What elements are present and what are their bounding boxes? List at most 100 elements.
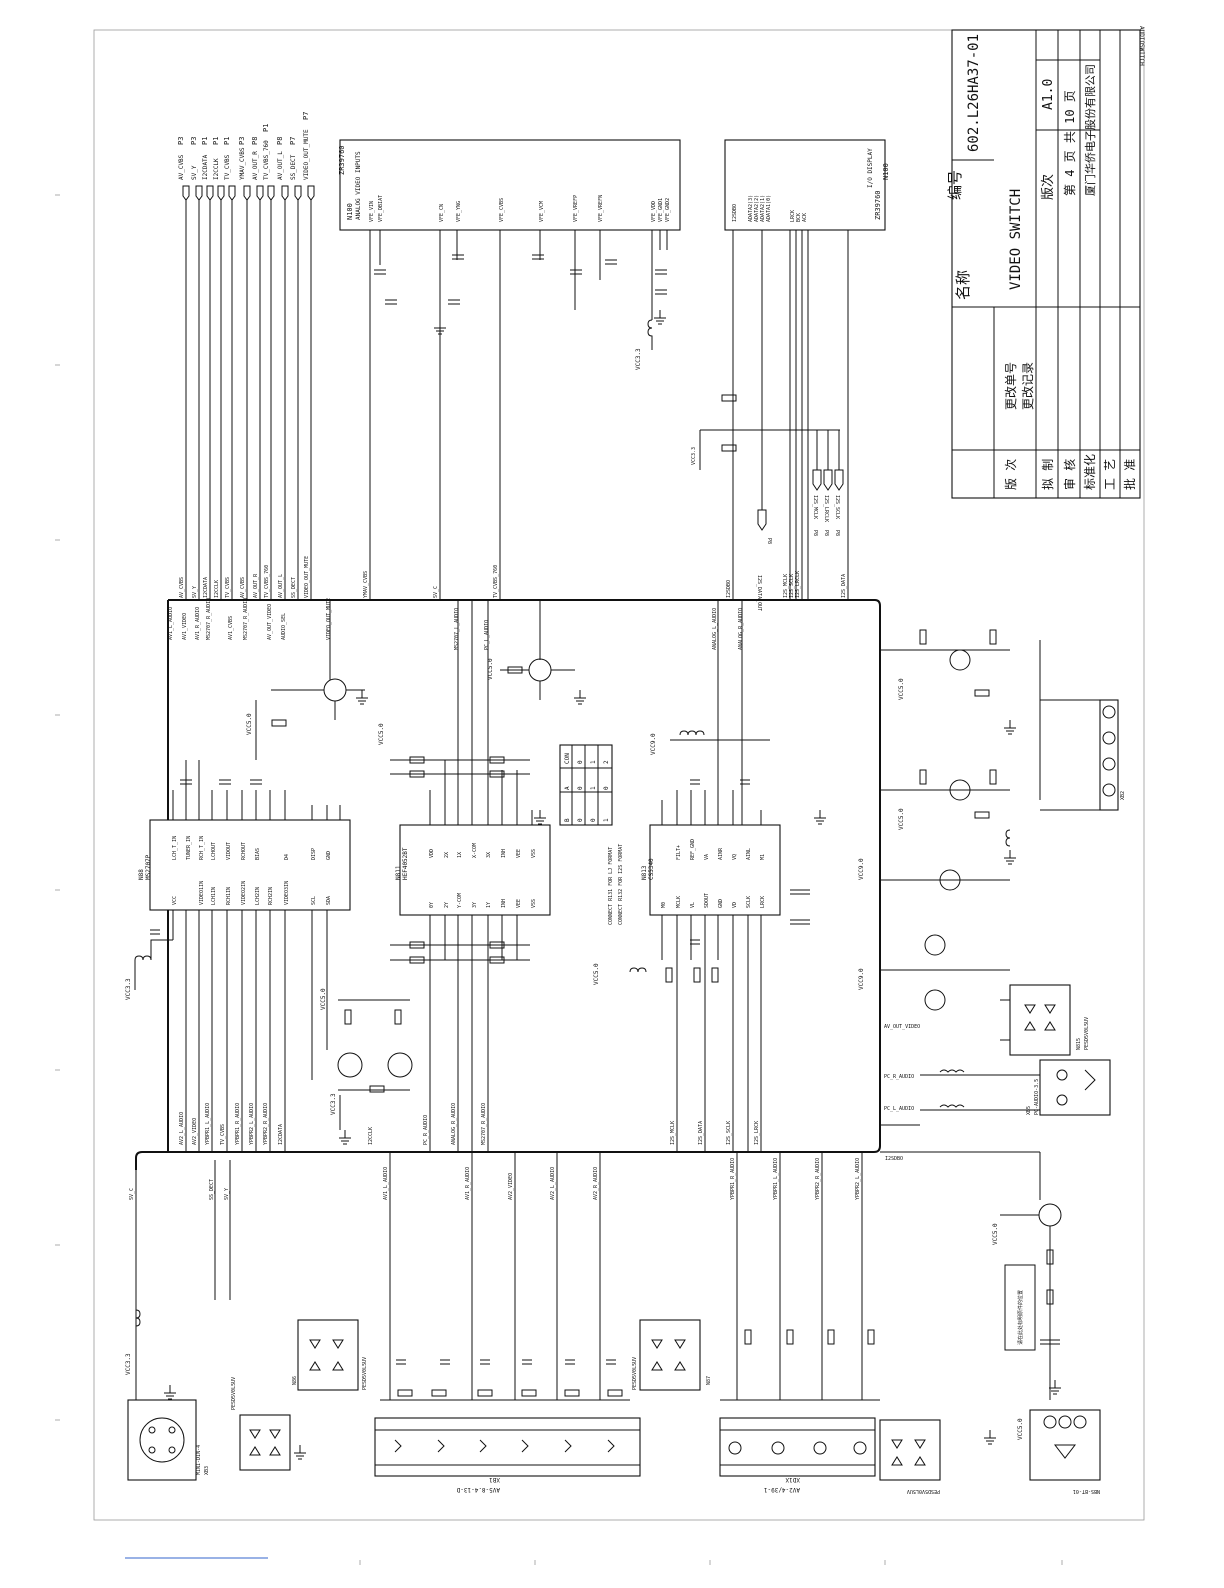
n100-pin-vfe-vcm: VFE_VCM	[539, 201, 545, 222]
bus-label: AV_OUT_VIDEO	[267, 604, 273, 640]
ypbpr-audio-connector: AV2-4/39-1 XD1X	[719, 1417, 876, 1493]
n100-pin-vfe-cn: VFE_CN	[439, 204, 445, 222]
bus-label: I2CDATA	[203, 577, 209, 598]
bus-labels-bottom: AV2_L_AUDIO AV2_VIDEO YPBPR1_L_AUDIO TV_…	[179, 1103, 760, 1145]
n88-pin: RCH2IN	[268, 887, 274, 905]
power-vcc50-ss: VCC5.0	[992, 1223, 999, 1245]
bus-label: AV1_VIDEO	[182, 613, 188, 640]
xb5-part: PC-AUDIO-3.5	[1034, 1079, 1040, 1115]
n88-ref: N88	[138, 869, 145, 880]
n88-pin: LCH2IN	[255, 887, 261, 905]
n813-pin: VQ	[732, 854, 738, 860]
bus-label: ANALOG_R_AUDIO	[451, 1103, 457, 1145]
n813-pin: SDOUT	[704, 893, 710, 908]
offpage-tv-cvbs-760: TV_CVBS_760	[263, 140, 270, 180]
page-number: 第 4 页 共 10 页	[1063, 90, 1077, 196]
bus-label: YPBPR2_L_AUDIO	[249, 1103, 255, 1145]
truth-cell: 0	[577, 818, 584, 822]
n813-pin: MCLK	[676, 896, 682, 908]
bus-label: SS_DECT	[209, 1179, 215, 1200]
connect-note-lj: CONNECT R131 FOR LJ FORMAT	[608, 847, 614, 925]
truth-cell: 2	[603, 760, 610, 764]
n87-esd: N87 PESD5V0L5UV	[632, 1319, 712, 1391]
drawing-no-label: 编号	[946, 170, 964, 200]
truth-cell: 1	[590, 760, 597, 764]
offpage-i2s-mclk-page: P8	[812, 530, 818, 536]
n100-pin-vfe-gnd2: VFE_GND2	[665, 198, 671, 222]
bus-label: TV_CVBS_760	[264, 565, 270, 598]
offpage-i2s-sclk-page: P8	[834, 530, 840, 536]
power-vcc33-n100: VCC3.3	[635, 348, 642, 370]
n815-part: PESD5V0L5UV	[1084, 1017, 1090, 1050]
n811-pin: VEE	[516, 899, 522, 908]
offpage-sv-y-page: P3	[190, 137, 198, 145]
n88-pin: DISP	[311, 848, 317, 860]
n88-pin: D4	[284, 854, 290, 860]
n88-pin: RCHOUT	[241, 842, 247, 860]
sign-standard: 标准化	[1083, 454, 1097, 490]
version-value: A1.0	[1041, 79, 1056, 110]
n100-pin-vfe-yng: VFE_YNG	[456, 201, 462, 222]
offpage-av-out-r-page: P8	[251, 137, 259, 145]
offpage-ss-dect: SS_DECT	[290, 154, 297, 180]
av-input-connector: AV5-8.4-13-D XB1	[374, 1417, 641, 1493]
power-vcc33-svideo: VCC3.3	[125, 1353, 132, 1375]
n816-esd: PESD5V0L5UV	[879, 1419, 941, 1494]
bus-label: AV1_R_AUDIO	[195, 607, 201, 640]
n100-pin-vfe-gnd1: VFE_GND1	[658, 198, 664, 222]
power-vcc50-shift: VCC5.0	[320, 988, 327, 1010]
n88-pin: SCL	[311, 896, 317, 905]
offpage-tv-cvbs-760-page: P1	[262, 124, 270, 132]
offpage-tv-cvbs-page: P1	[223, 137, 231, 145]
input-filter-row	[380, 1329, 880, 1401]
truth-cell: 1	[590, 786, 597, 790]
n100-pin-vfe-cvbs: VFE_CVBS	[499, 198, 505, 222]
bus-label: AV2_L_AUDIO	[179, 1112, 185, 1145]
power-vcc50-avoutl: VCC5.0	[898, 808, 905, 830]
n811-part: HEF4052BT	[402, 847, 409, 880]
bus-label: ANALOG_R_AUDIO	[738, 608, 744, 650]
sign-approved: 批 准	[1122, 459, 1137, 490]
bus-label: AUDIO_SEL	[281, 613, 287, 640]
truth-cell: 0	[577, 786, 584, 790]
name-label: 名称	[954, 270, 972, 300]
n811-pin: X-COM	[472, 843, 478, 858]
drawing-name: VIDEO SWITCH	[1008, 189, 1024, 290]
offpage-i2cclk-page: P1	[212, 137, 220, 145]
n813-chip: N813 CS5340 M0 MCLK VL SDOUT GND VD SCLK…	[593, 730, 810, 1152]
bus-label: SV_Y	[192, 586, 198, 598]
power-vcc33-shift: VCC3.3	[330, 1093, 337, 1115]
n86-ref: N86	[292, 1376, 298, 1385]
bus-label: TV_CVBS	[220, 1124, 226, 1145]
n88-pin: VIDEO1IN	[199, 881, 205, 905]
label-pc-l-audio: PC_L_AUDIO	[884, 1106, 914, 1112]
bus-label: AV2_VIDEO	[192, 1118, 198, 1145]
n811-pin: VEE	[516, 849, 522, 858]
version-label: 版次	[1040, 174, 1056, 200]
company-name: 厦门华侨电子股份有限公司	[1083, 64, 1097, 196]
n813-ref: N813	[641, 865, 648, 880]
n88-pin: VCC	[172, 896, 178, 905]
n813-pin: M1	[760, 854, 766, 860]
n813-pin: SCLK	[746, 896, 752, 908]
n813-pin: REF_GND	[690, 839, 696, 860]
n100-pin-adata21: ADATA2(1)	[760, 195, 766, 222]
bus-label: SV_C	[433, 586, 439, 598]
truth-cell: 0	[590, 818, 597, 822]
bus-label: YPBPR2_L_AUDIO	[855, 1158, 861, 1200]
offpage-i2s-lrclk: I2S_LRCLK	[823, 495, 829, 522]
n88-pin: SDA	[326, 896, 332, 905]
n813-pin: VL	[690, 902, 696, 908]
main-bus-frame	[135, 599, 881, 1170]
n811-pin: 0Y	[429, 902, 435, 908]
av-out-connector: XB2	[1099, 699, 1126, 811]
xb2-ref: XB2	[1120, 791, 1126, 800]
n100-pin-adata10: ADATA1(0)	[766, 195, 772, 222]
offpage-av-cvbs-page: P3	[177, 137, 185, 145]
bus-label: MS2707_R_AUDIO	[481, 1103, 487, 1145]
n813-part: CS5340	[648, 858, 655, 880]
n811-pin: 3Y	[472, 902, 478, 908]
n811-chip: N811 HEF4052BT VDD 2X 1X X-COM 3X INH VE…	[378, 723, 551, 1152]
n813-pin: AINR	[718, 847, 724, 860]
